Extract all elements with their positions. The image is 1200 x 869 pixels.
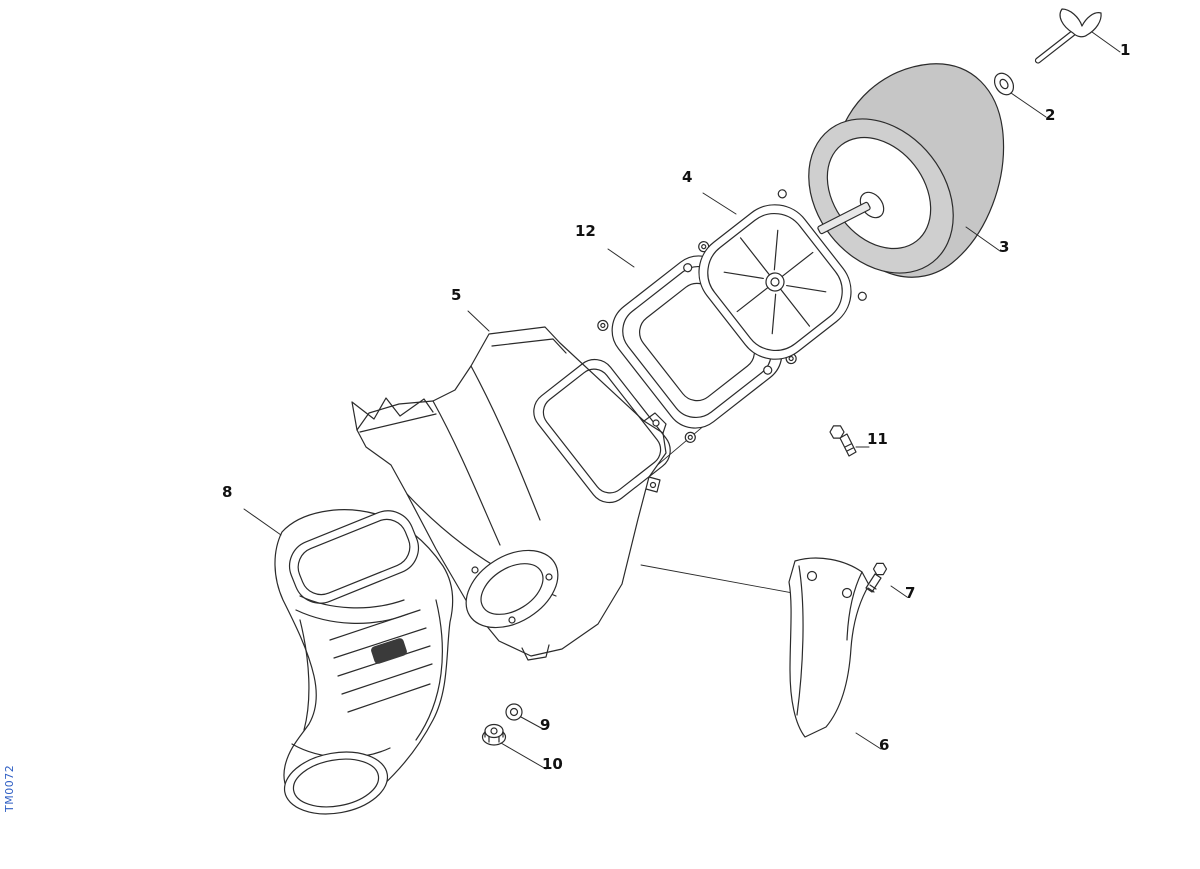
part-label-11: 11 [867, 430, 888, 448]
part-label-7: 7 [905, 584, 916, 602]
part-label-3: 3 [999, 238, 1010, 256]
part-label-8: 8 [222, 483, 233, 501]
part-label-10: 10 [542, 755, 563, 773]
part-4-filter-cage [683, 189, 867, 375]
part-8-intake-boot [274, 509, 454, 815]
filter-stud [817, 201, 871, 235]
leader-2 [1010, 92, 1047, 118]
leader-12 [607, 248, 635, 268]
part-label-6: 6 [879, 736, 890, 754]
part-label-12: 12 [575, 222, 596, 240]
leader-5 [467, 310, 490, 332]
leader-1 [1091, 31, 1121, 53]
leader-7 [890, 585, 908, 598]
duct-logo-badge [371, 638, 407, 664]
diagram-code: TM0072 [3, 764, 16, 812]
part-10-flange-nut [481, 723, 507, 746]
part-label-5: 5 [451, 286, 462, 304]
leader-10 [500, 742, 547, 770]
part-6-side-panel [788, 557, 870, 738]
part-label-9: 9 [540, 716, 551, 734]
part-3-air-filter [808, 63, 1005, 278]
part-5-airbox-housing [351, 326, 671, 661]
leader-9 [520, 716, 544, 730]
leader-8 [243, 508, 282, 536]
part-9-washer [505, 703, 523, 721]
part-11-bolt [829, 425, 857, 457]
leader-4 [702, 192, 737, 215]
leader-6 [855, 732, 882, 750]
part-2-washer [993, 72, 1015, 96]
part-7-screw [865, 562, 888, 593]
part-label-4: 4 [682, 168, 693, 186]
part-1-wing-bolt [1034, 8, 1102, 64]
leader-3 [965, 226, 1001, 252]
part-label-1: 1 [1120, 41, 1131, 59]
leader-lines [243, 31, 1121, 770]
part-label-2: 2 [1045, 106, 1056, 124]
